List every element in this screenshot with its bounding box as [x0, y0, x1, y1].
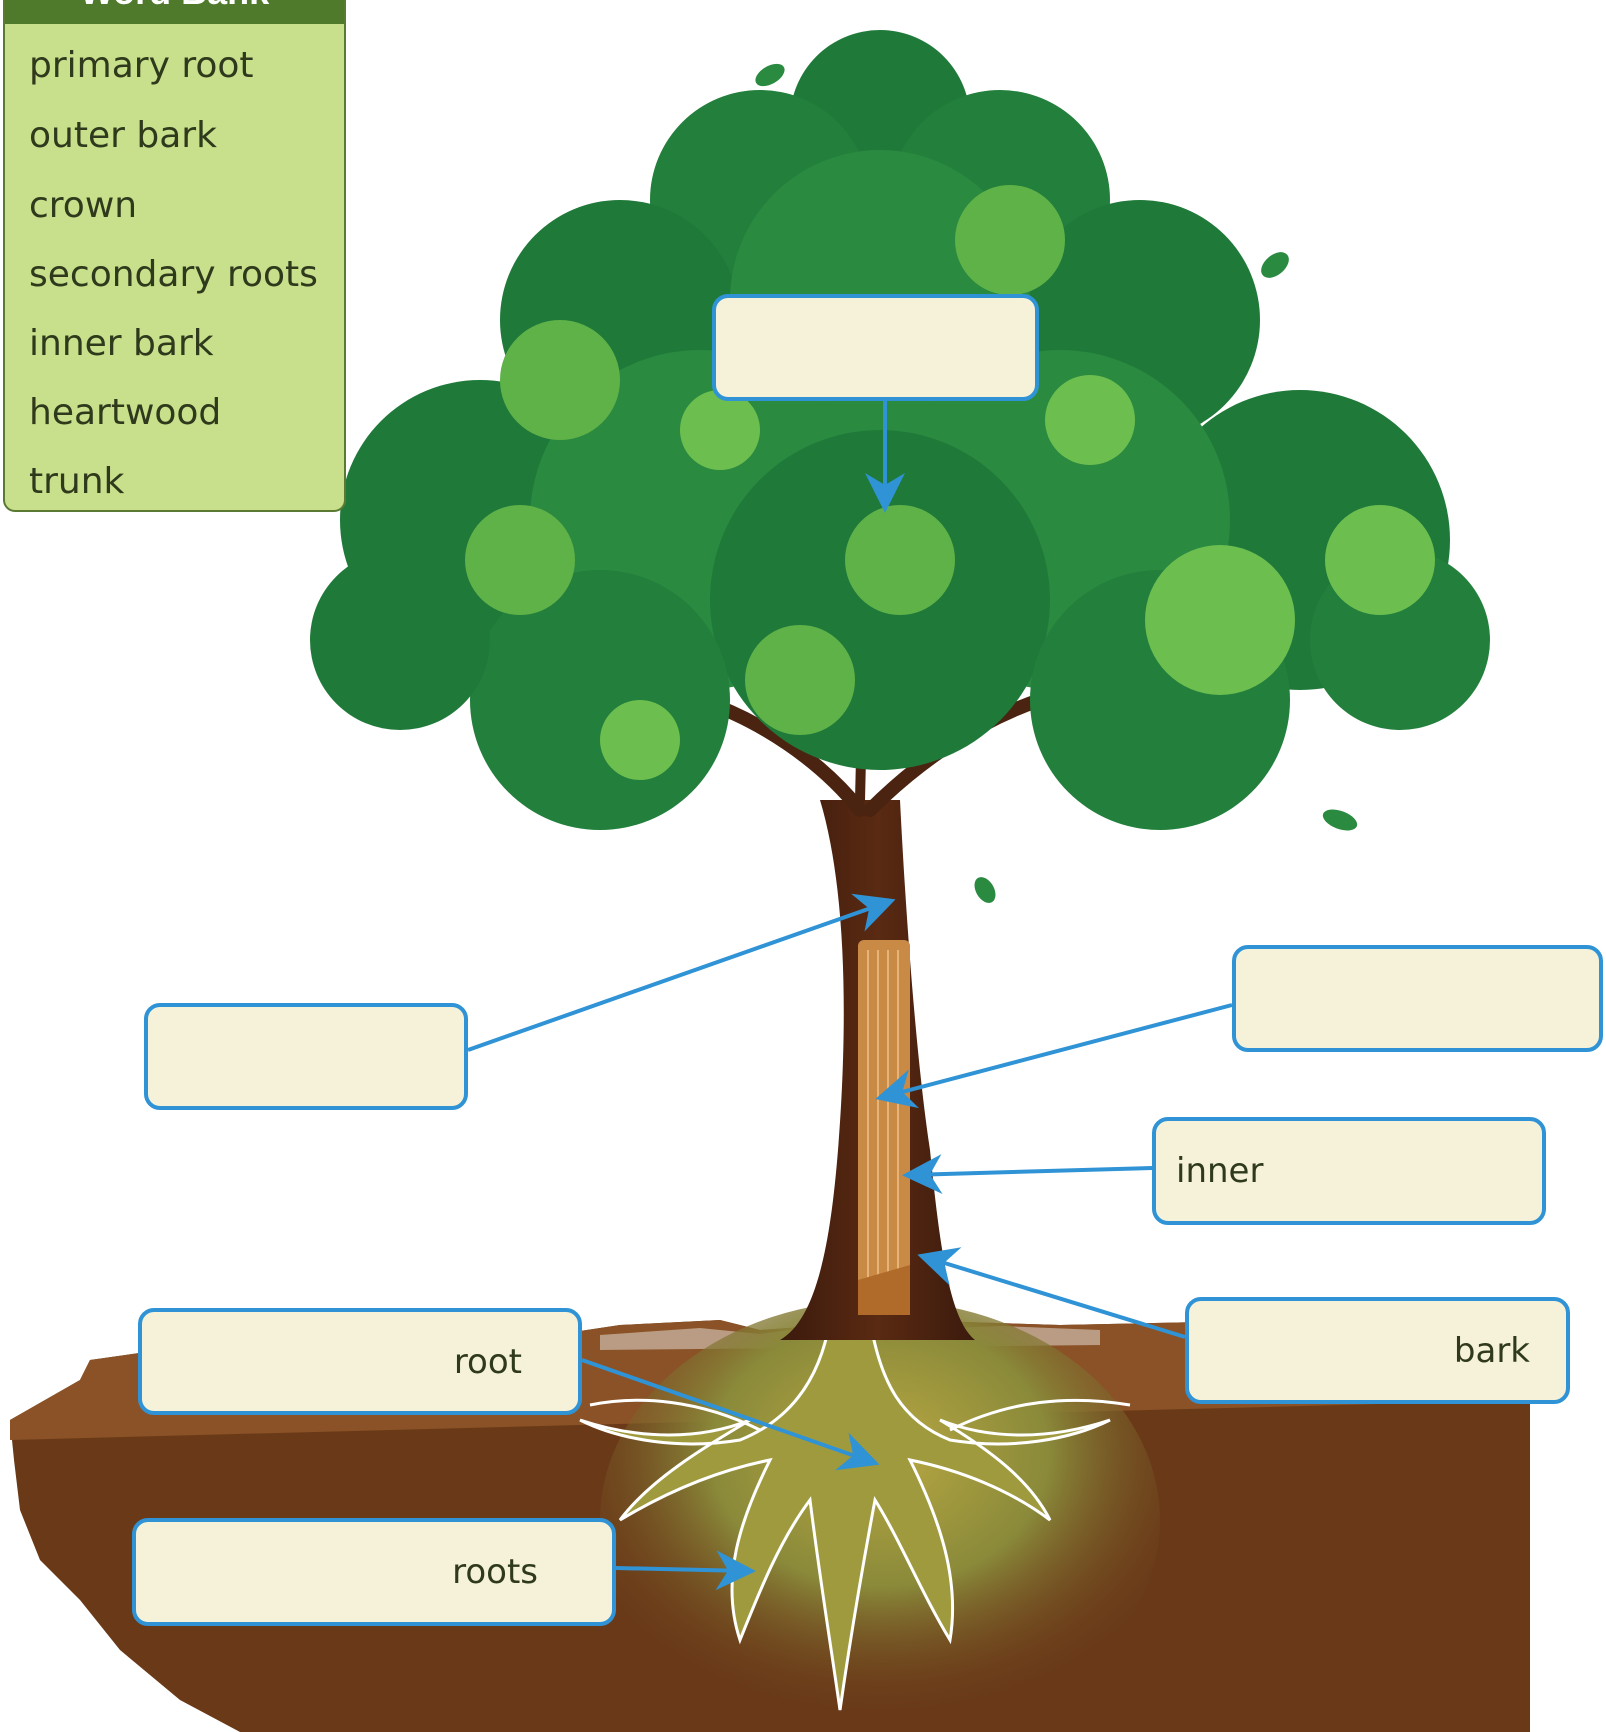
- arrow-secondary-roots: [615, 1550, 756, 1591]
- word-bank-item[interactable]: secondary roots: [29, 254, 318, 295]
- arrow-inner-bark: [902, 1154, 1153, 1195]
- heartwood-cutaway: [858, 940, 910, 1315]
- secondary-roots-label-box[interactable]: roots: [132, 1518, 616, 1626]
- inner-bark-label-text: inner: [1176, 1151, 1264, 1191]
- heartwood-label-box[interactable]: [1232, 945, 1603, 1052]
- word-bank-item[interactable]: primary root: [29, 45, 254, 86]
- crown-label-box[interactable]: [712, 294, 1039, 401]
- trunk-label-box[interactable]: [144, 1003, 468, 1110]
- primary-root-label-text: root: [453, 1341, 522, 1382]
- arrow-outer-bark: [917, 1247, 1186, 1339]
- word-bank-item[interactable]: inner bark: [29, 323, 214, 364]
- arrow-heartwood: [875, 1003, 1233, 1109]
- word-bank-item[interactable]: crown: [29, 185, 138, 226]
- word-bank-item[interactable]: heartwood: [29, 392, 222, 433]
- secondary-roots-label-text: roots: [452, 1552, 538, 1592]
- outer-bark-label-box[interactable]: bark: [1185, 1297, 1570, 1404]
- word-bank-item[interactable]: outer bark: [29, 115, 217, 156]
- tree-canopy: [310, 30, 1490, 903]
- word-bank-item[interactable]: trunk: [29, 461, 125, 502]
- arrow-primary-root: [581, 1358, 880, 1471]
- primary-root-label-box[interactable]: root: [138, 1308, 582, 1415]
- pointer-arrows: [467, 400, 1233, 1591]
- word-bank-panel: Word Bank primary root outer bark crown …: [3, 0, 346, 512]
- inner-bark-label-box[interactable]: inner: [1152, 1117, 1546, 1225]
- outer-bark-label-text: bark: [1453, 1330, 1530, 1371]
- tree-trunk: [780, 800, 975, 1340]
- arrow-trunk: [467, 893, 896, 1052]
- tree-roots: [579, 1318, 1131, 1711]
- word-bank-title: Word Bank: [5, 0, 344, 24]
